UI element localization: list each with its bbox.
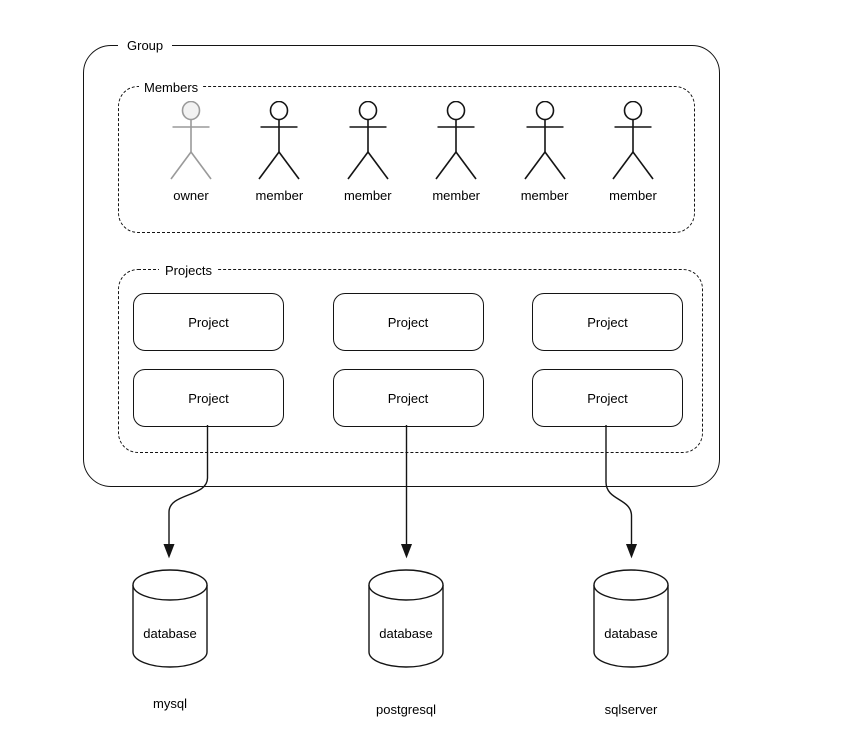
project-box-4: Project (133, 369, 284, 427)
cylinder-icon (132, 569, 208, 668)
project-label: Project (587, 314, 628, 330)
projects-row-2: Project Project Project (133, 369, 683, 427)
actor-member-2: member (337, 101, 399, 203)
projects-grid: Project Project Project Project Project (119, 270, 702, 427)
members-section: Members owner (118, 78, 695, 233)
actors-row: owner member (119, 87, 694, 203)
actor-label: member (520, 188, 569, 203)
actor-label: member (343, 188, 392, 203)
cylinder-icon (593, 569, 669, 668)
stick-figure-owner-icon (170, 101, 212, 180)
stick-figure-member-icon (612, 101, 654, 180)
database-name-sqlserver: sqlserver (604, 702, 658, 717)
project-label: Project (387, 314, 429, 330)
actor-member-3: member (425, 101, 487, 203)
projects-section: Projects Project Project Project Project (118, 261, 703, 453)
stick-figure-member-icon (347, 101, 389, 180)
project-label: Project (587, 390, 628, 406)
project-box-3: Project (532, 293, 683, 351)
project-box-1: Project (133, 293, 284, 351)
stick-figure-member-icon (258, 101, 301, 180)
database-shape-label: database (143, 626, 197, 641)
database-shape-label: database (379, 626, 433, 641)
actor-label: member (609, 188, 657, 203)
stick-figure-member-icon (435, 101, 477, 180)
members-label: Members (139, 78, 204, 97)
actor-member-5: member (602, 101, 664, 203)
actor-member-1: member (248, 101, 310, 203)
actor-member-4: member (514, 101, 576, 203)
database-cylinder-mysql: database (132, 568, 208, 668)
stick-figure-member-icon (523, 101, 566, 180)
database-cylinder-postgresql: database (368, 568, 444, 668)
project-box-5: Project (332, 369, 484, 427)
project-box-2: Project (332, 293, 484, 351)
actor-owner: owner (160, 101, 222, 203)
cylinder-icon (368, 569, 444, 668)
project-label: Project (387, 390, 429, 406)
projects-row-1: Project Project Project (133, 293, 683, 351)
group-container: Group Members owner (83, 36, 720, 487)
database-shape-label: database (604, 626, 658, 641)
project-label: Project (188, 314, 229, 330)
database-cylinder-sqlserver: database (593, 568, 669, 668)
actor-label: owner (173, 188, 209, 203)
database-name-mysql: mysql (153, 696, 187, 711)
actor-label: member (432, 188, 481, 203)
projects-label: Projects (159, 261, 218, 280)
project-label: Project (188, 390, 229, 406)
database-name-postgresql: postgresql (376, 702, 436, 717)
project-box-6: Project (532, 369, 683, 427)
actor-label: member (255, 188, 304, 203)
group-label: Group (118, 36, 173, 55)
